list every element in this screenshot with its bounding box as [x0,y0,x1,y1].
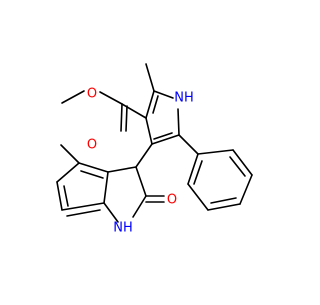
bond [210,197,237,204]
bond [61,202,105,211]
bond [232,149,253,176]
bond [197,149,234,155]
molecule-drawing: O O NH NH O [56,63,253,236]
bond [177,108,180,136]
bond [187,153,199,185]
bond [135,166,147,197]
bond [153,132,173,140]
bond [145,117,153,145]
bond [145,63,155,92]
bond [99,91,123,105]
bond [121,103,147,119]
bond-layer [56,63,253,223]
bond [152,95,159,114]
bond [193,160,203,185]
bond [103,171,109,204]
bond [151,134,180,145]
bond [66,209,101,217]
bond [61,90,85,104]
bond [229,156,246,177]
bond [132,195,147,218]
bond [63,185,69,207]
atom-label-o-lactam: O [167,193,177,208]
bond [103,202,119,223]
atom-label-nh-lactam: NH [113,221,133,236]
atom-label-layer: O O NH NH O [87,87,194,236]
bond [80,170,104,179]
bond [178,134,199,155]
bond [145,90,155,119]
structure-canvas: O O NH NH O [56,63,253,236]
atom-label-o-carbonyl: O [87,138,97,153]
bond [135,143,153,168]
bond [125,105,128,132]
atom-label-nh-pyrrole: NH [174,91,194,106]
bond [120,103,123,132]
bond [207,203,241,211]
atom-label-o-ester: O [87,87,97,102]
bond [187,183,209,211]
bond [107,166,137,173]
bond [56,162,80,183]
bond [153,90,174,99]
bond [60,144,80,164]
bond [239,174,253,205]
bond [56,181,63,211]
bond [78,162,109,173]
